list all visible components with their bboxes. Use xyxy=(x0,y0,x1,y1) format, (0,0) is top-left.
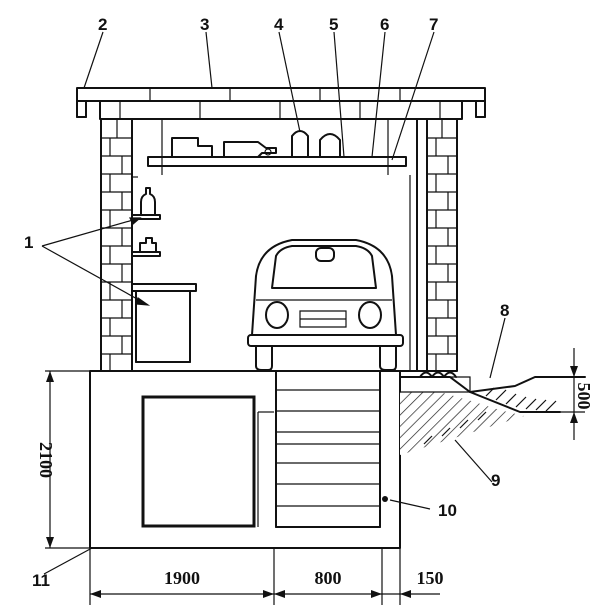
right-brick-wall xyxy=(416,118,458,372)
tin-icon xyxy=(139,237,157,253)
dim-1900: 1900 xyxy=(164,568,200,588)
car-mirror xyxy=(315,247,335,262)
dimension-labels: 2100 500 1900 800 150 xyxy=(36,383,594,589)
wall-shelf-upper xyxy=(131,176,161,220)
jar-icon xyxy=(291,130,309,158)
left-brick-wall xyxy=(100,118,133,372)
bottle-icon xyxy=(140,187,156,216)
callout-6: 6 xyxy=(380,15,389,34)
jar-icon xyxy=(319,133,341,158)
car-wheel xyxy=(379,345,397,371)
dim-500: 500 xyxy=(574,383,594,410)
callout-7: 7 xyxy=(429,15,438,34)
cellar-room xyxy=(142,396,255,527)
callout-4: 4 xyxy=(274,15,284,34)
wall-shelf-lower xyxy=(131,237,161,257)
car-windshield xyxy=(271,245,377,289)
callout-2: 2 xyxy=(98,15,107,34)
dim-150: 150 xyxy=(417,568,444,588)
callout-5: 5 xyxy=(329,15,338,34)
box-icon xyxy=(171,137,213,158)
dimension-lines xyxy=(45,348,585,605)
callout-9: 9 xyxy=(491,471,500,490)
leader-lines xyxy=(41,31,506,575)
dim-800: 800 xyxy=(315,568,342,588)
dim-2100: 2100 xyxy=(36,442,56,478)
car-bumper xyxy=(247,334,404,347)
drain-pipe-icon xyxy=(419,371,457,378)
callout-labels: 1 2 3 4 5 6 7 8 9 10 11 xyxy=(24,15,509,590)
drain-icon xyxy=(382,496,388,502)
car-grille xyxy=(299,310,347,328)
callout-8: 8 xyxy=(500,301,509,320)
top-shelf xyxy=(147,130,407,167)
roof xyxy=(76,87,486,120)
callout-1: 1 xyxy=(24,233,33,252)
headlight-icon xyxy=(358,301,382,329)
callout-3: 3 xyxy=(200,15,209,34)
workbench-cabinet xyxy=(131,283,197,363)
car xyxy=(247,239,404,371)
ground-soil xyxy=(399,371,586,455)
callout-10: 10 xyxy=(438,501,457,520)
car-wheel xyxy=(255,345,273,371)
headlight-icon xyxy=(265,301,289,329)
foundation-concrete xyxy=(89,370,401,549)
callout-11: 11 xyxy=(32,571,50,590)
inspection-pit xyxy=(275,370,388,528)
canister-icon xyxy=(223,141,277,158)
